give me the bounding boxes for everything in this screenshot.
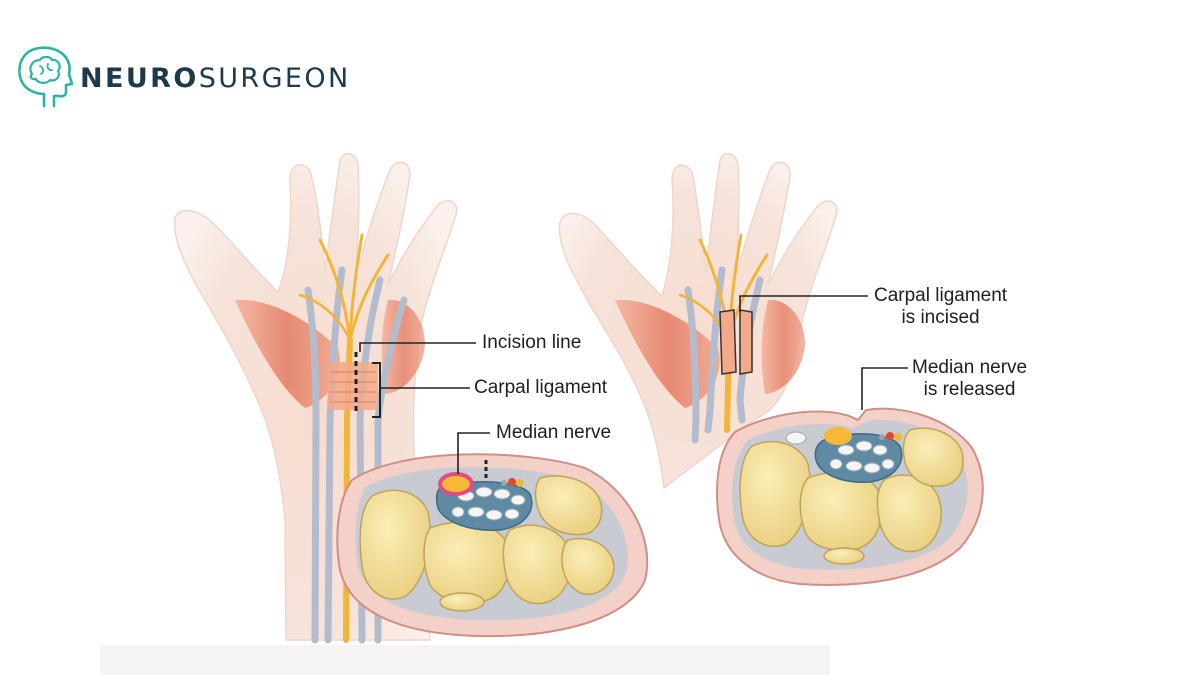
left-carpal-bones xyxy=(359,475,615,612)
head-brain-icon xyxy=(18,46,74,108)
label-ligament-incised-line1: Carpal ligament xyxy=(874,285,1008,306)
brand-name: NEUROSURGEON xyxy=(80,65,351,92)
right-hand xyxy=(558,153,838,490)
right-ligament-left-half xyxy=(719,309,737,375)
bottom-band xyxy=(100,645,830,675)
left-ligament-fibers xyxy=(330,371,376,403)
brand-logo: NEUROSURGEON xyxy=(14,44,351,112)
right-carpal-bones xyxy=(739,427,964,565)
right-hypothenar-muscle xyxy=(761,299,805,394)
label-median-nerve: Median nerve xyxy=(496,422,612,443)
right-cross-section xyxy=(716,407,984,586)
label-ligament-incised-line2: is incised xyxy=(901,307,980,328)
label-carpal-ligament: Carpal ligament xyxy=(474,377,608,398)
leader-lines xyxy=(359,295,908,474)
label-nerve-released-line1: Median nerve xyxy=(912,357,1028,378)
right-ligament-right-half xyxy=(739,309,753,375)
left-ligament-bracket xyxy=(372,362,381,418)
label-nerve-released: Median nerve is released xyxy=(912,357,1027,401)
left-hypothenar-muscle xyxy=(381,299,425,394)
brand-name-light: SURGEON xyxy=(198,62,351,94)
label-nerve-released-line2: is released xyxy=(923,379,1016,400)
leader-nerve-released xyxy=(861,367,908,410)
right-hand-skin xyxy=(558,153,838,490)
right-median-nerve-section xyxy=(824,427,852,445)
brand-name-bold: NEURO xyxy=(80,62,199,94)
left-cross-section xyxy=(336,453,649,638)
leader-ligament-incised xyxy=(739,295,868,312)
label-incision-line: Incision line xyxy=(482,332,582,353)
left-flexor-tendons xyxy=(451,486,526,521)
left-median-nerve-section xyxy=(438,472,474,496)
leader-incision-line xyxy=(359,342,476,352)
leader-median-nerve xyxy=(457,432,490,474)
right-flexor-tendons xyxy=(829,440,895,474)
left-carpal-ligament-band xyxy=(328,362,378,410)
label-ligament-incised: Carpal ligament is incised xyxy=(874,285,1007,329)
